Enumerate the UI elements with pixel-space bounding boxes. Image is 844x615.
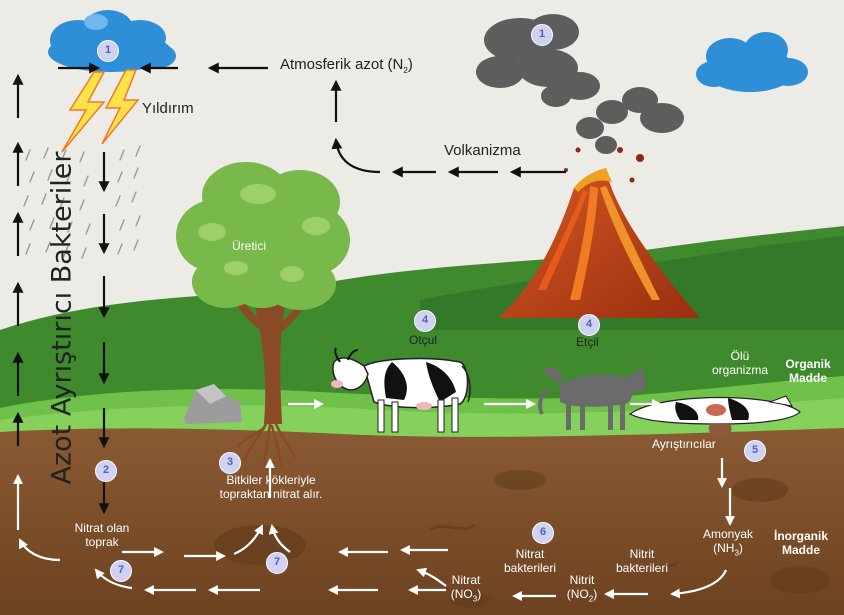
sky-arrows — [12, 62, 566, 515]
label-volkanizma: Volkanizma — [444, 142, 521, 159]
volcano-smoke — [476, 14, 684, 154]
label-nitrit-no2: Nitrit(NO2) — [566, 573, 598, 604]
label-otcul: Otçul — [409, 333, 438, 347]
label-atmosferik-azot: Atmosferik azot (N2) — [280, 56, 413, 75]
badge-2-soil: 2 — [95, 460, 117, 482]
badge-3-roots: 3 — [219, 452, 241, 474]
badge-7-return-mid: 7 — [266, 552, 288, 574]
vertical-title-azot-ayristirici: Azot Ayrıştırıcı Bakteriler — [46, 151, 78, 485]
label-amonyak: Amonyak(NH3) — [702, 527, 754, 558]
label-etcil: Etçil — [576, 335, 599, 349]
badge-5-decomposer: 5 — [744, 440, 766, 462]
badge-4-etcil: 4 — [578, 314, 600, 336]
soil-arrows — [13, 399, 735, 601]
wolf — [538, 364, 646, 430]
cloud-right — [696, 32, 808, 92]
soil — [0, 428, 844, 615]
badge-1-cloud: 1 — [97, 40, 119, 62]
label-yildirim: Yıldırım — [142, 100, 194, 117]
badge-7-return-left: 7 — [110, 560, 132, 582]
dead-animal — [628, 395, 801, 436]
label-ayristiricilar: Ayrıştırıcılar — [652, 437, 716, 451]
rock — [184, 384, 242, 424]
badge-6-bacteria: 6 — [532, 522, 554, 544]
tree — [176, 162, 350, 470]
badge-1-volcano: 1 — [531, 24, 553, 46]
badge-4-otcul: 4 — [414, 310, 436, 332]
lightning — [61, 69, 140, 153]
cow — [331, 347, 471, 433]
rain — [23, 145, 141, 259]
label-nitrat-no3: Nitrat(NO3) — [450, 573, 482, 604]
label-uretici: Üretici — [232, 239, 267, 253]
